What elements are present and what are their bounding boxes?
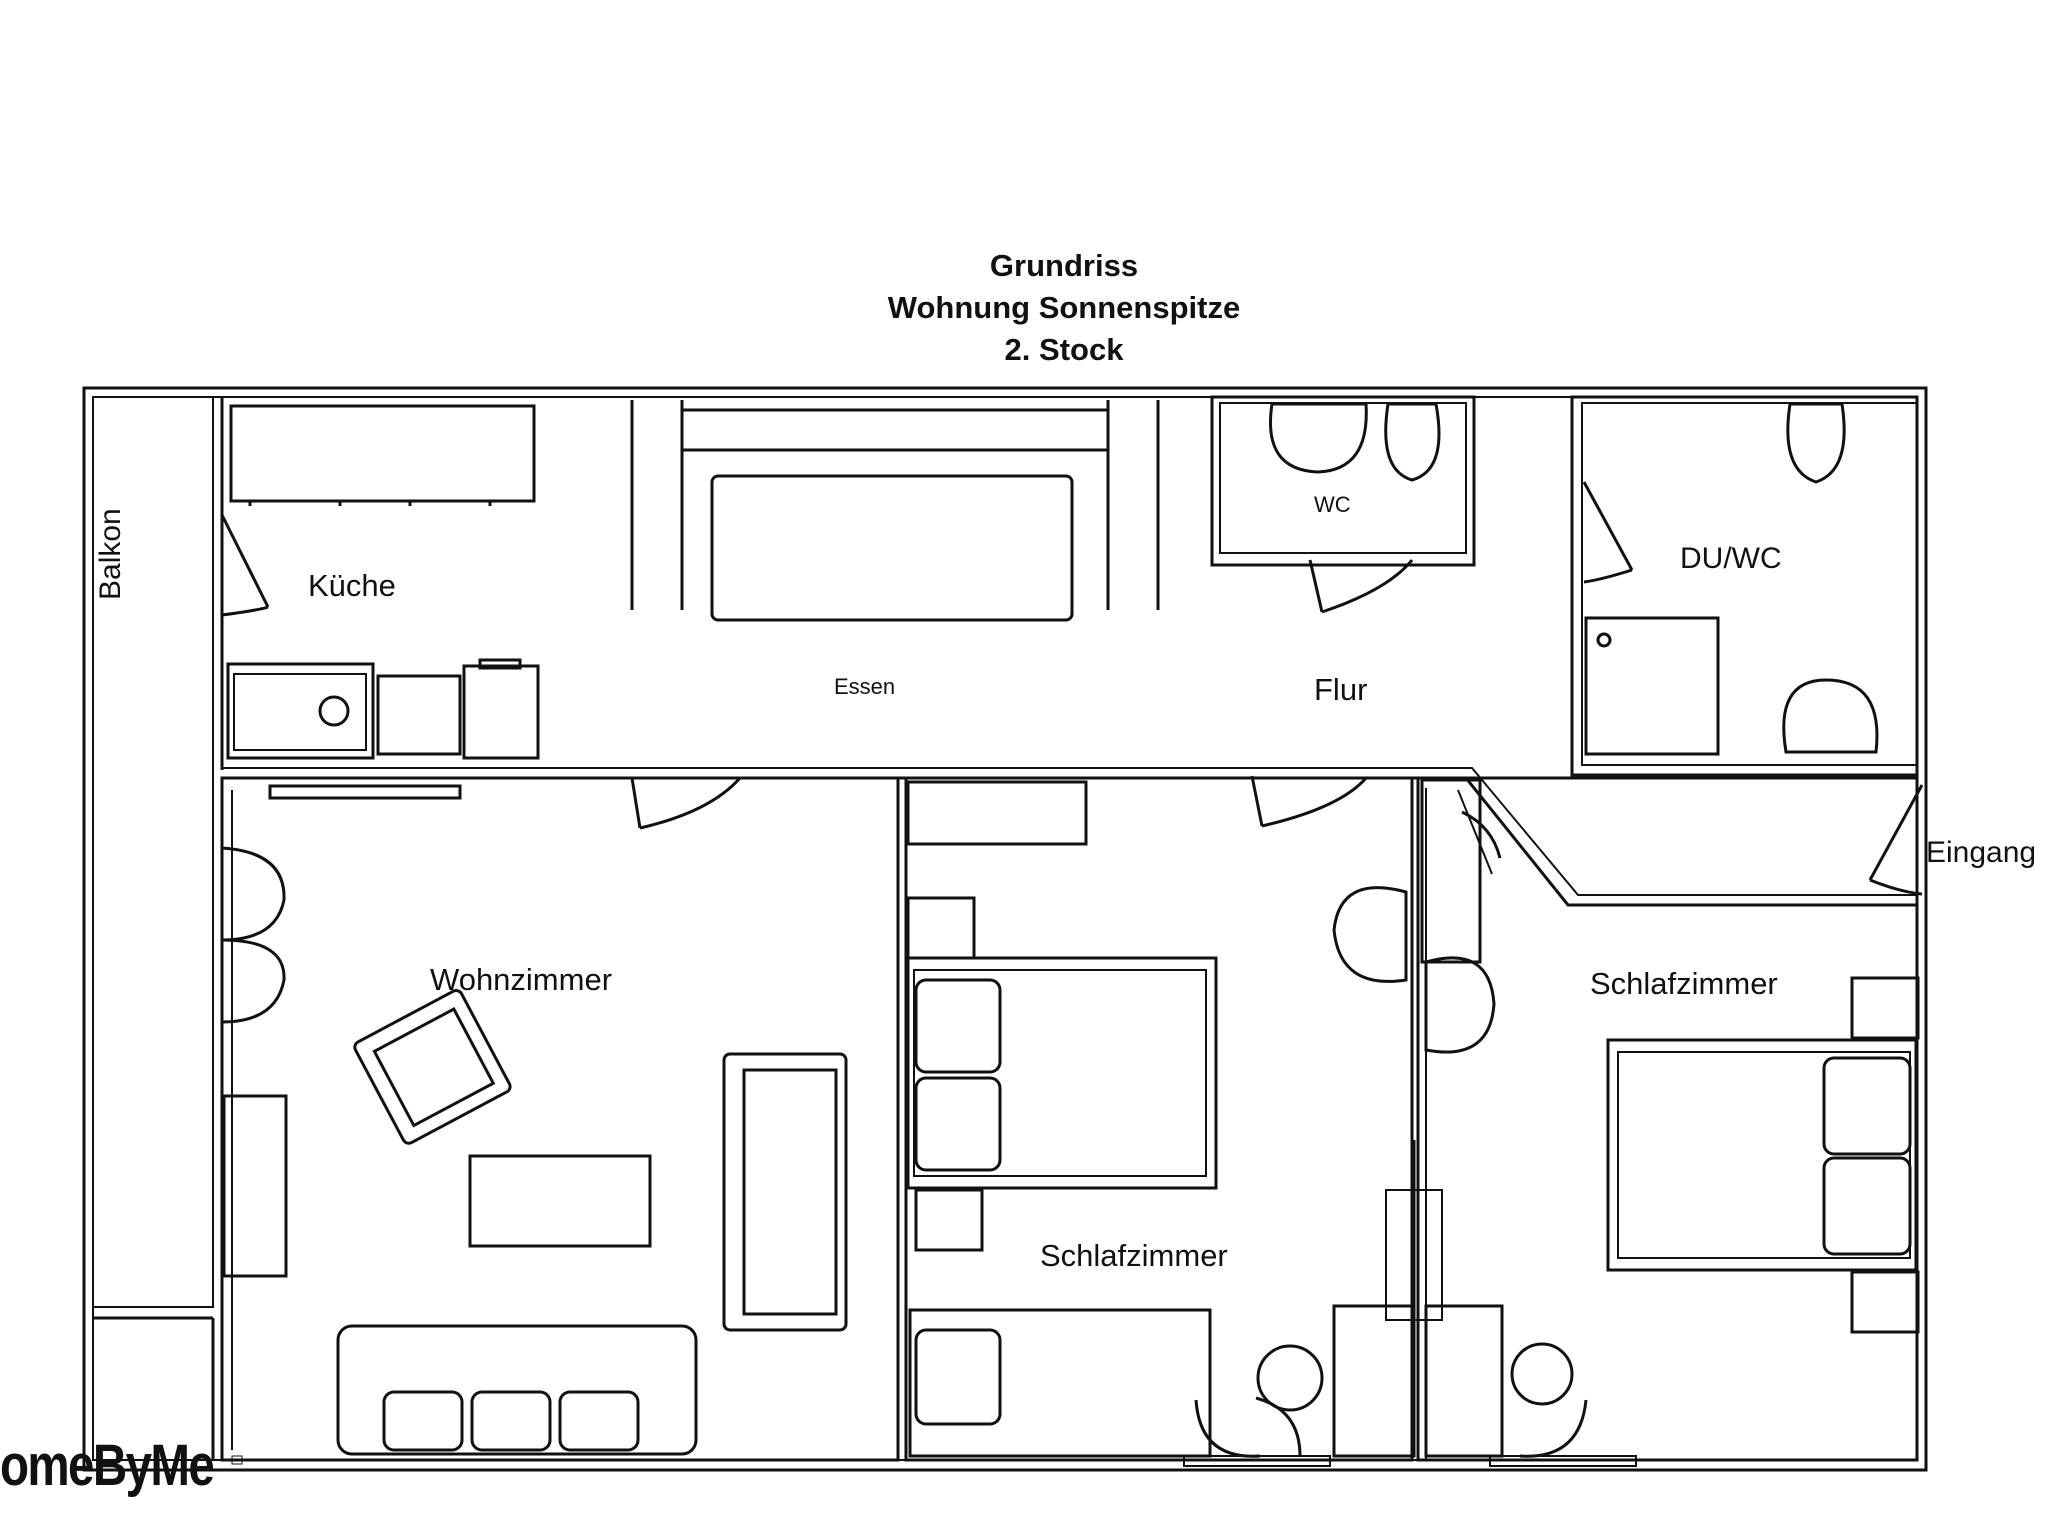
room-label-balkon: Balkon <box>94 508 127 600</box>
room-label-schlafzimmer-1: Schlafzimmer <box>1040 1238 1228 1273</box>
bedroom-2-sink <box>1424 956 1496 1054</box>
bedroom-1 <box>904 776 1414 1462</box>
desk-1 <box>1332 1304 1416 1458</box>
fridge <box>462 664 540 760</box>
kitchen-cabinet <box>229 404 536 503</box>
balcony-outline <box>92 396 214 1308</box>
nightstand-1b <box>914 1188 984 1252</box>
du-wc-room <box>1570 395 1919 777</box>
desk-2 <box>1424 1304 1504 1458</box>
kitchen-sink-counter <box>226 662 375 760</box>
du-sink <box>1782 678 1879 754</box>
plan-title-line2: Wohnung Sonnenspitze <box>887 290 1241 325</box>
room-label-du-wc: DU/WC <box>1680 542 1782 575</box>
room-label-flur: Flur <box>1314 672 1368 707</box>
room-label-eingang: Eingang <box>1926 836 2037 869</box>
coffee-table <box>468 1154 652 1248</box>
room-label-kueche: Küche <box>308 568 396 603</box>
wardrobe-2 <box>1420 778 1482 964</box>
nightstand-2b <box>1850 1270 1920 1334</box>
nightstand-2 <box>1850 976 1920 1040</box>
wc-toilet <box>1384 402 1441 482</box>
room-label-schlafzimmer-2: Schlafzimmer <box>1590 966 1778 1001</box>
dining-table <box>710 474 1074 622</box>
wardrobe-1 <box>906 780 1088 846</box>
homebyme-logo: omeByMe <box>0 1433 215 1498</box>
room-label-essen: Essen <box>834 674 896 699</box>
du-toilet <box>1786 402 1846 484</box>
room-label-wc: WC <box>1314 492 1351 517</box>
double-bed-1 <box>906 956 1218 1190</box>
sofa-bottom <box>336 1324 698 1456</box>
stove <box>376 674 462 756</box>
wc-room <box>1210 395 1476 567</box>
outer-wall <box>82 386 1928 1472</box>
outer-wall-inner <box>92 396 1918 1461</box>
single-bed <box>908 1308 1212 1458</box>
side-cabinet <box>222 1094 288 1278</box>
double-bed-2 <box>1606 1038 1918 1272</box>
wc-sink <box>1269 402 1368 474</box>
plan-title-line1: Grundriss <box>989 248 1139 283</box>
room-label-wohnzimmer: Wohnzimmer <box>430 962 613 997</box>
armchair <box>353 989 512 1145</box>
living-room <box>220 776 900 1462</box>
sofa-right <box>722 1052 848 1332</box>
bedroom-1-sink <box>1332 886 1408 983</box>
tv-board <box>268 784 462 800</box>
bedroom-2 <box>1416 776 1919 1462</box>
shower <box>1584 616 1720 756</box>
plan-title-line3: 2. Stock <box>1004 332 1124 367</box>
nightstand-1 <box>906 896 976 960</box>
